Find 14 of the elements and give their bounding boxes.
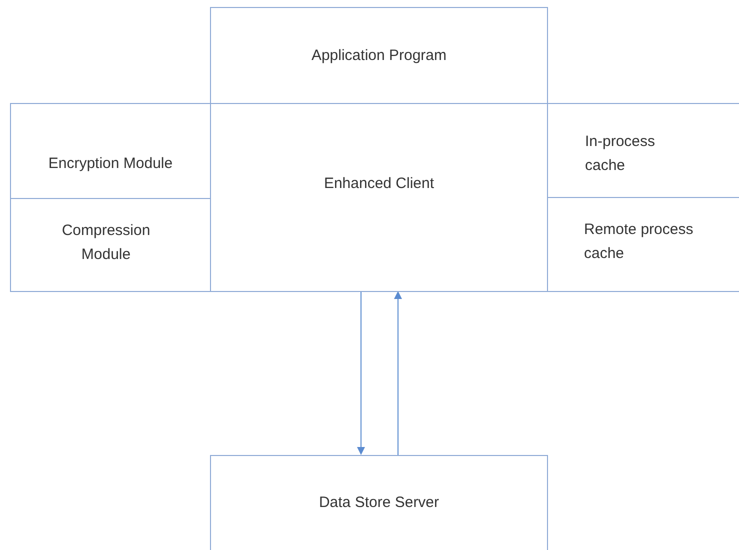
component-label: Compression Module [60, 221, 152, 265]
component-label: Encryption Module [48, 154, 173, 174]
component-box [10, 198, 211, 292]
component-box [210, 7, 548, 104]
component-box [210, 103, 548, 292]
component-label: Remote process cache [584, 220, 694, 264]
component-label: Application Program [311, 46, 447, 66]
arrow [357, 292, 365, 455]
component-box [10, 103, 211, 199]
component-box [210, 455, 548, 550]
component-label: In-process cache [585, 132, 656, 176]
arrow [394, 291, 402, 456]
component-label: Data Store Server [318, 493, 440, 513]
component-label: Enhanced Client [324, 174, 434, 194]
